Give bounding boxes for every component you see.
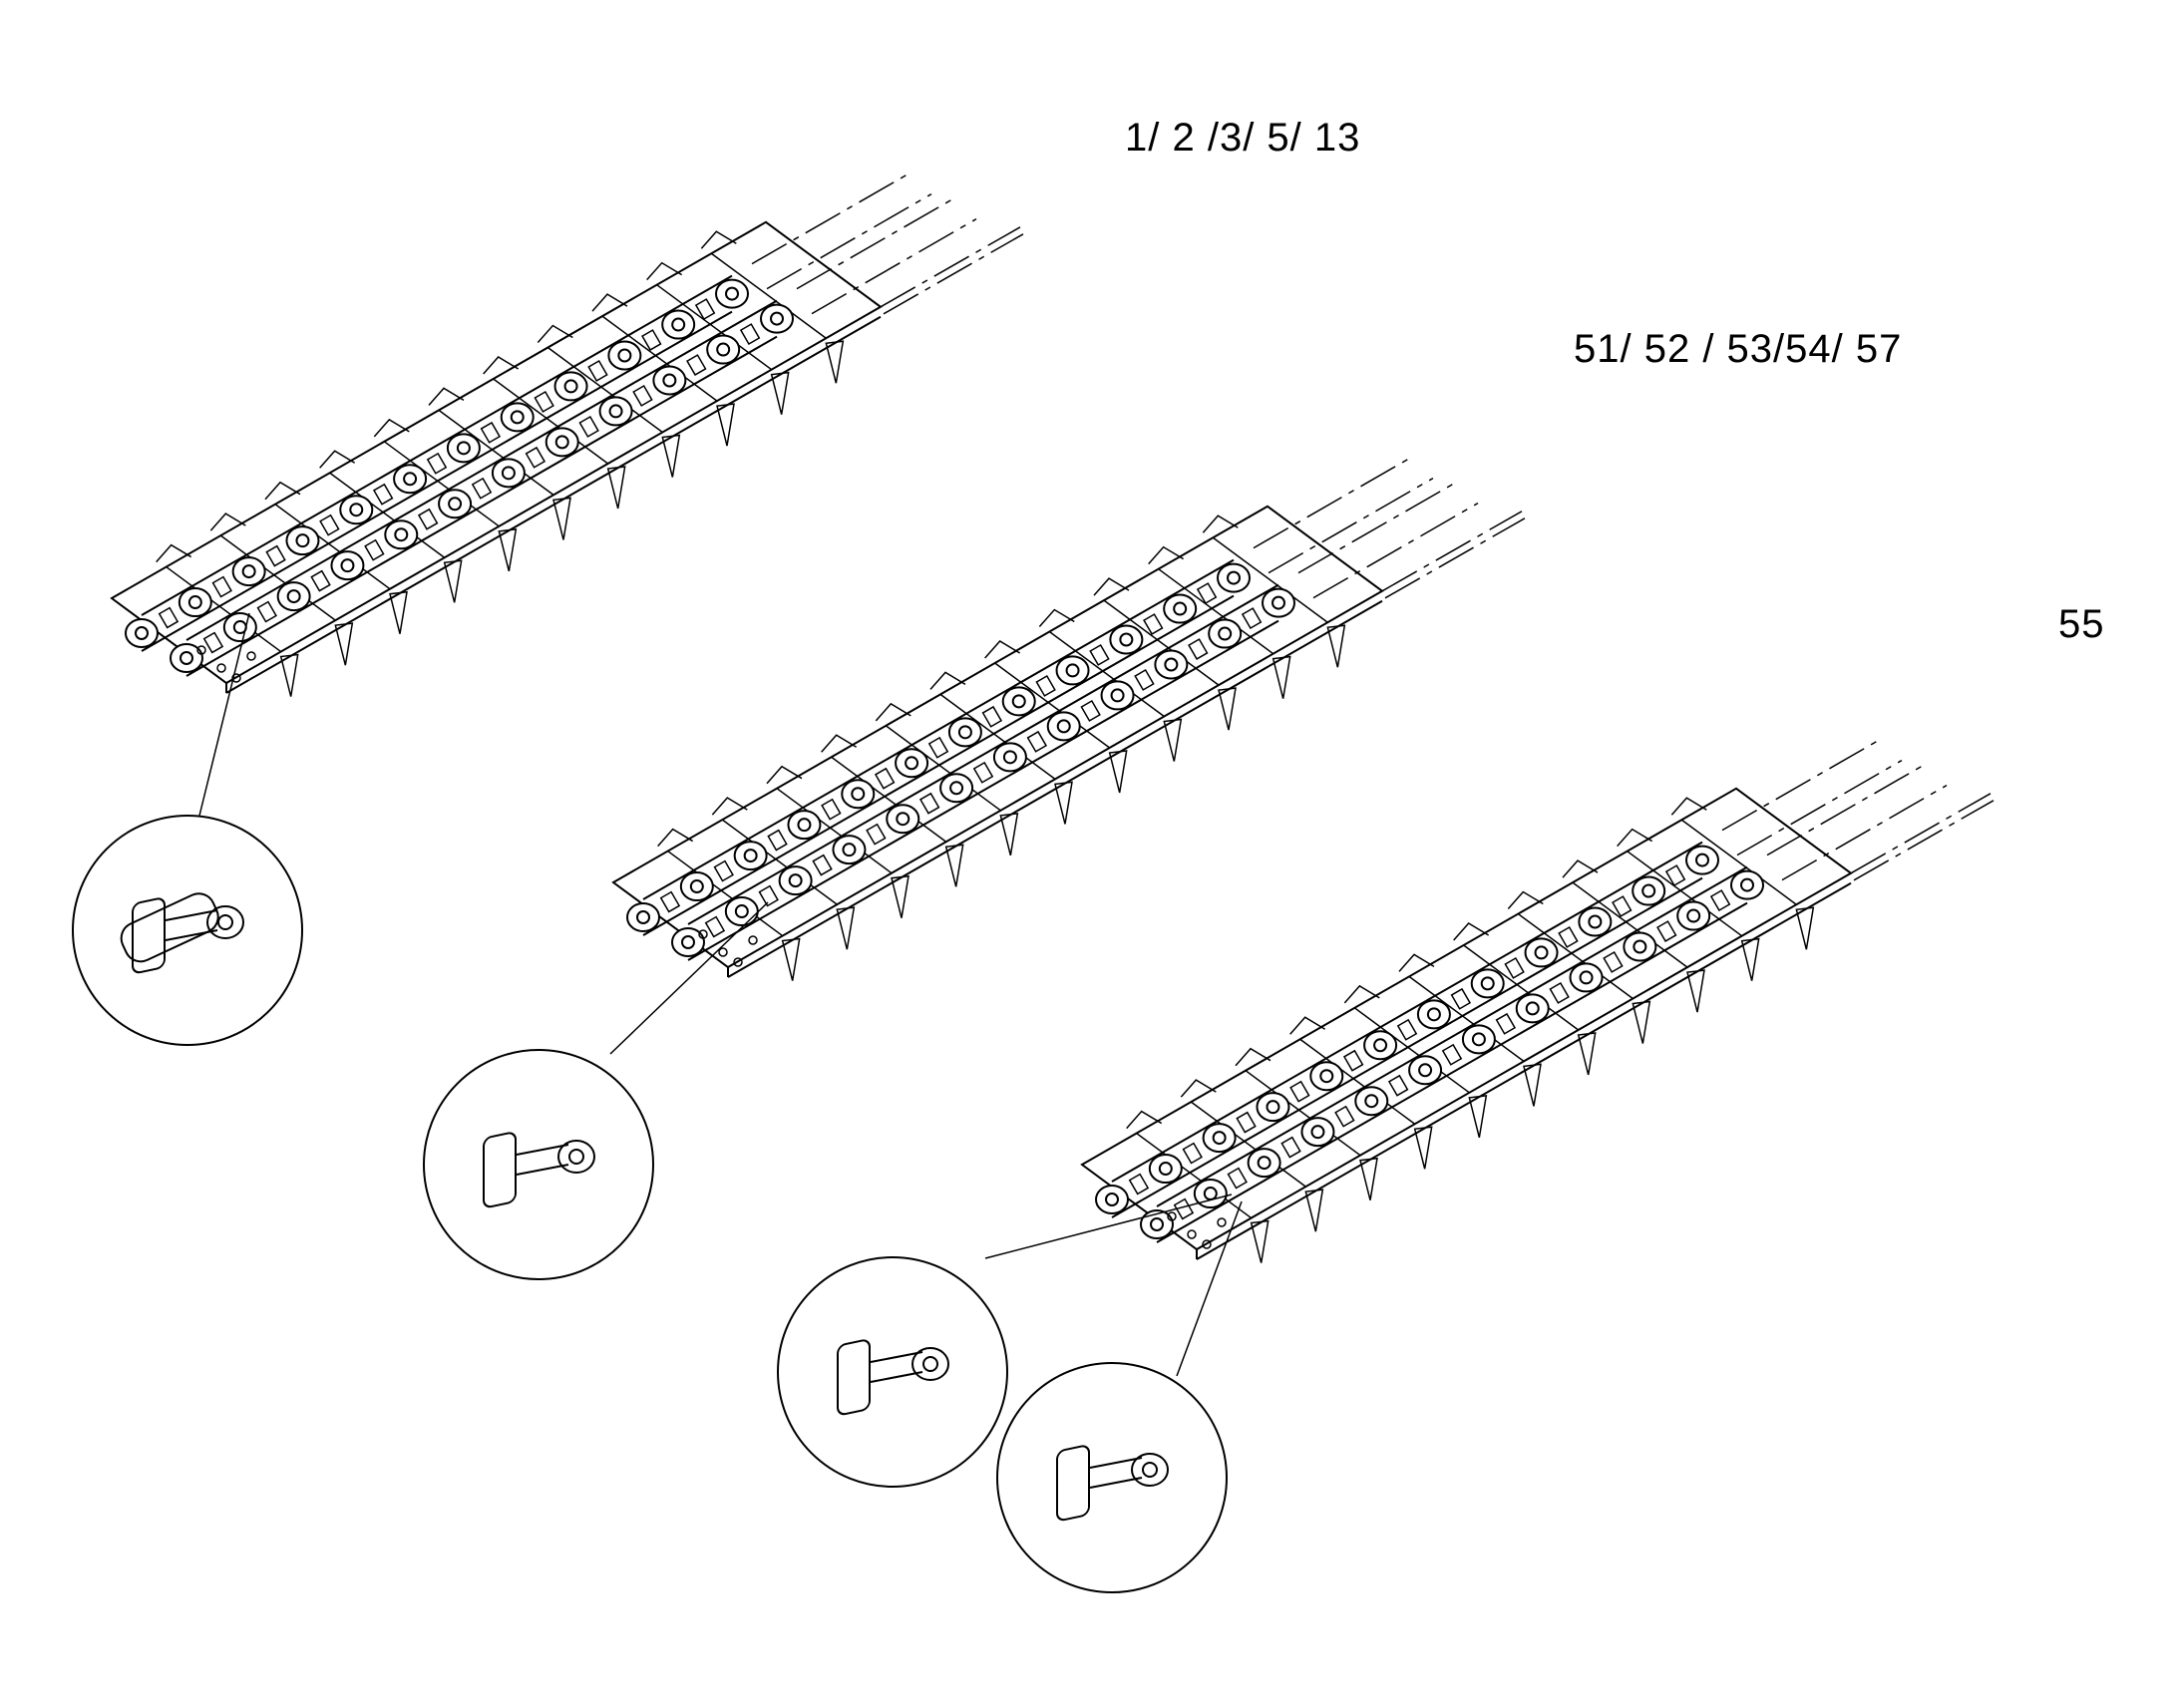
chain-assembly-1 <box>110 171 1024 697</box>
callout-label-assembly-1: 1/ 2 /3/ 5/ 13 <box>1125 116 1361 160</box>
detail-callout-2 <box>423 901 769 1280</box>
detail-callout-3 <box>777 1194 1233 1488</box>
callout-label-assembly-3: 55 <box>2058 602 2105 646</box>
chain-assembly-2 <box>611 455 1526 981</box>
detail-callout-1 <box>72 612 303 1046</box>
detail-callout-4 <box>996 1200 1243 1593</box>
chain-assembly-3 <box>1080 737 1995 1263</box>
callout-label-assembly-2: 51/ 52 / 53/54/ 57 <box>1574 327 1903 371</box>
